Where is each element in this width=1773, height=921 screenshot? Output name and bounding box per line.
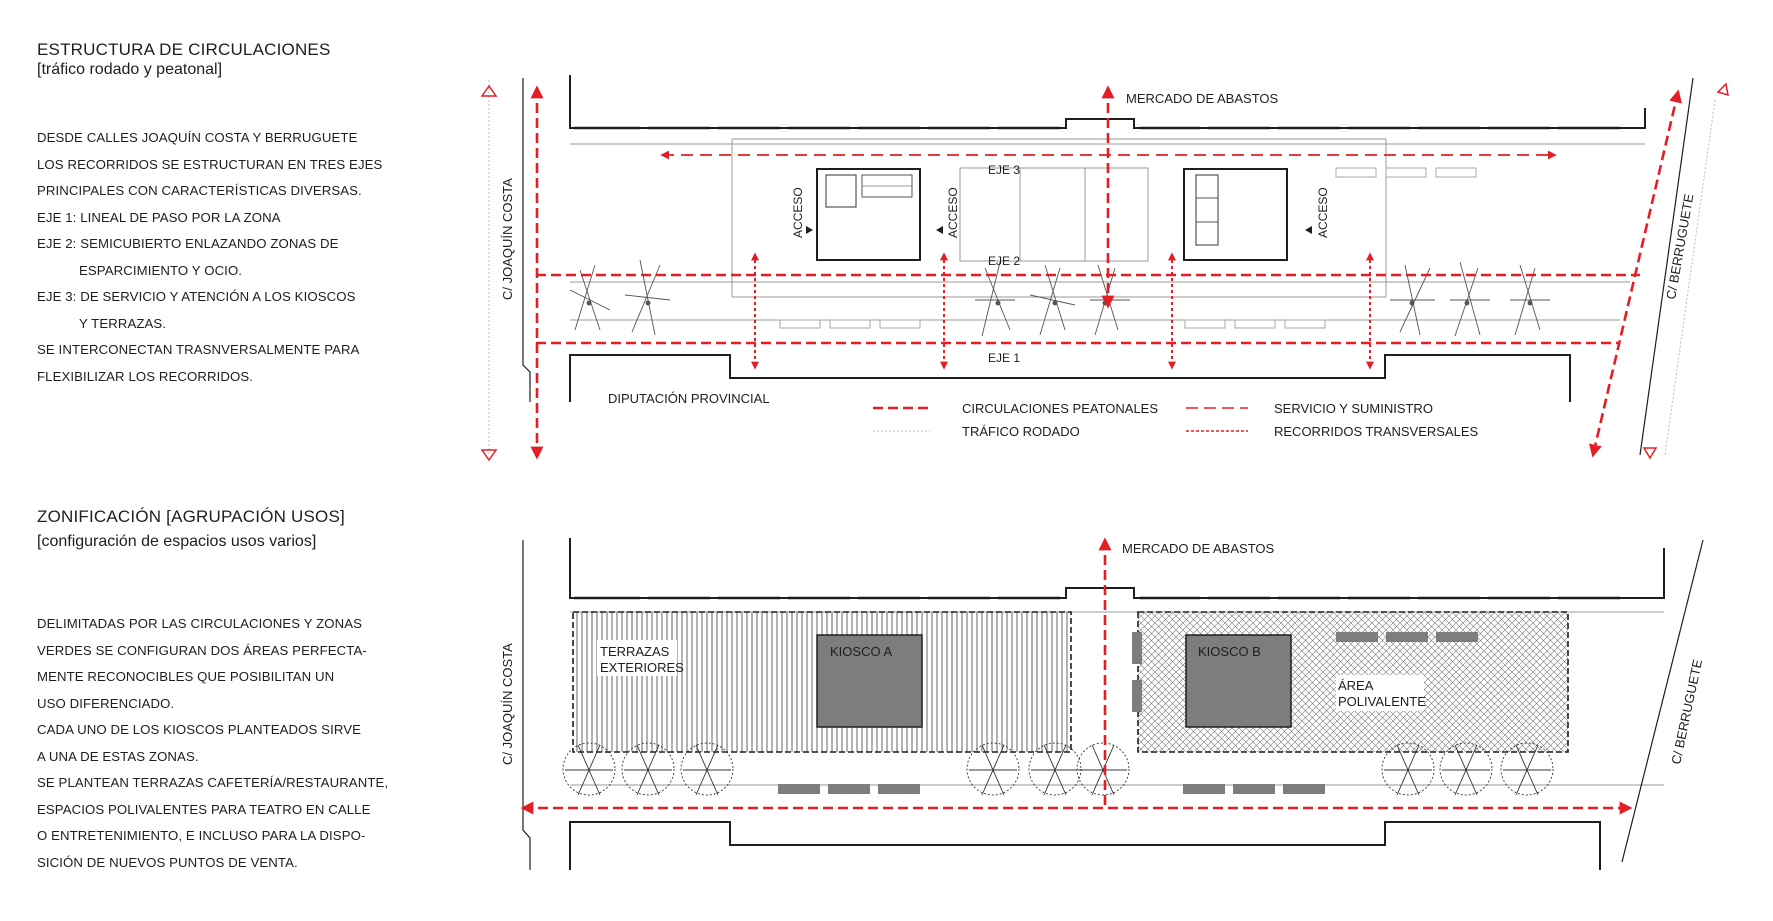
zone-terrazas-label-bg (597, 640, 677, 676)
text-line: ESPACIOS POLIVALENTES PARA TEATRO EN CAL… (37, 801, 371, 817)
street-edge-right (1621, 539, 1704, 863)
tree-symbols (562, 742, 1554, 796)
terrazas-label: TERRAZAS (600, 644, 670, 659)
acceso-label: ACCESO (946, 187, 960, 238)
kiosco-b-block (1185, 634, 1292, 728)
text-line: A UNA DE ESTAS ZONAS. (37, 748, 199, 764)
kiosco-a-plan (816, 168, 921, 261)
acceso-label: ACCESO (791, 187, 805, 238)
terrazas-label: EXTERIORES (600, 660, 684, 675)
street-joaquin-costa-label: C/ JOAQUÍN COSTA (500, 178, 515, 300)
tree-symbols (569, 259, 1550, 337)
traffic-direction-markers (480, 82, 1729, 462)
mercado-label: MERCADO DE ABASTOS (1126, 91, 1279, 106)
diputacion-building-outline (569, 354, 1571, 402)
text-line: O ENTRETENIMIENTO, E INCLUSO PARA LA DIS… (37, 828, 366, 843)
transversal-routes (751, 252, 1374, 370)
text-line: LOS RECORRIDOS SE ESTRUCTURAN EN TRES EJ… (37, 156, 383, 172)
section1-subtitle: [tráfico rodado y peatonal] (37, 61, 223, 78)
legend-transversal-label: RECORRIDOS TRANSVERSALES (1274, 424, 1479, 439)
kiosco-b-plan (1183, 168, 1288, 261)
section1-title: ESTRUCTURA DE CIRCULACIONES (37, 40, 331, 59)
text-line: FLEXIBILIZAR LOS RECORRIDOS. (37, 368, 254, 384)
text-line: EJE 2: SEMICUBIERTO ENLAZANDO ZONAS DE (37, 236, 339, 251)
diputacion-label: DIPUTACIÓN PROVINCIAL (608, 391, 770, 406)
legend: CIRCULACIONES PEATONALES TRÁFICO RODADO … (873, 401, 1479, 439)
legend-servicio-label: SERVICIO Y SUMINISTRO (1274, 401, 1433, 416)
street-edge-left (522, 78, 531, 402)
polivalente-label: ÁREA (1338, 678, 1374, 693)
text-line: Y TERRAZAS. (79, 315, 167, 331)
eje3-label: EJE 3 (988, 163, 1020, 177)
section1-body: DESDE CALLES JOAQUÍN COSTA Y BERRUGUETE … (37, 125, 382, 390)
legend-rodado-label: TRÁFICO RODADO (962, 424, 1080, 439)
kiosco-b-label: KIOSCO B (1198, 644, 1261, 659)
street-berruguete-label: C/ BERRUGUETE (1668, 658, 1705, 766)
eje1-label: EJE 1 (988, 351, 1020, 365)
text-line: PRINCIPALES CON CARACTERÍSTICAS DIVERSAS… (37, 183, 362, 198)
text-line: USO DIFERENCIADO. (37, 695, 175, 711)
bottom-building-outline (569, 821, 1601, 870)
polivalente-label: POLIVALENTE (1338, 694, 1426, 709)
text-line: ESPARCIMIENTO Y OCIO. (79, 262, 243, 278)
text-line: SE INTERCONECTAN TRASNVERSALMENTE PARA (37, 342, 360, 357)
section2-subtitle: [configuración de espacios usos varios] (37, 533, 317, 550)
legend-peatonal-label: CIRCULACIONES PEATONALES (962, 401, 1158, 416)
street-joaquin-costa-label: C/ JOAQUÍN COSTA (500, 643, 515, 765)
street-edge-left (522, 540, 531, 870)
mercado-label: MERCADO DE ABASTOS (1122, 541, 1275, 556)
text-line: SE PLANTEAN TERRAZAS CAFETERÍA/RESTAURAN… (37, 775, 389, 790)
text-line: CADA UNO DE LOS KIOSCOS PLANTEADOS SIRVE (37, 722, 362, 737)
pedestrian-circulation (530, 85, 1682, 460)
section2-title: ZONIFICACIÓN [AGRUPACIÓN USOS] (37, 507, 345, 526)
kiosco-a-label: KIOSCO A (830, 644, 892, 659)
zoning-plan: KIOSCO A KIOSCO B TERRAZAS EXTERIORES ÁR… (500, 537, 1705, 870)
street-edge-right (1639, 77, 1694, 456)
pedestrian-circulation (520, 537, 1633, 815)
eje2-label: EJE 2 (988, 254, 1020, 268)
kiosco-a-block (816, 634, 923, 728)
circulation-plan: MERCADO DE ABASTOS DIPUTACIÓN PROVINCIAL… (480, 75, 1729, 462)
section2-body: DELIMITADAS POR LAS CIRCULACIONES Y ZONA… (37, 611, 388, 876)
text-line: DELIMITADAS POR LAS CIRCULACIONES Y ZONA… (37, 616, 363, 631)
acceso-arrow-icons (806, 226, 1312, 234)
text-line: VERDES SE CONFIGURAN DOS ÁREAS PERFECTA- (37, 642, 367, 658)
text-line: EJE 3: DE SERVICIO Y ATENCIÓN A LOS KIOS… (37, 289, 356, 304)
text-line: EJE 1: LINEAL DE PASO POR LA ZONA (37, 209, 281, 225)
text-line: DESDE CALLES JOAQUÍN COSTA Y BERRUGUETE (37, 130, 358, 145)
text-line: SICIÓN DE NUEVOS PUNTOS DE VENTA. (37, 854, 298, 870)
text-line: MENTE RECONOCIBLES QUE POSIBILITAN UN (37, 669, 335, 684)
bench-outlines (779, 167, 1477, 329)
street-berruguete-label: C/ BERRUGUETE (1663, 192, 1696, 300)
mercado-building-outline (569, 538, 1665, 599)
zone-polivalente-label-bg (1336, 675, 1424, 711)
bench-blocks (778, 632, 1478, 794)
acceso-label: ACCESO (1316, 187, 1330, 238)
